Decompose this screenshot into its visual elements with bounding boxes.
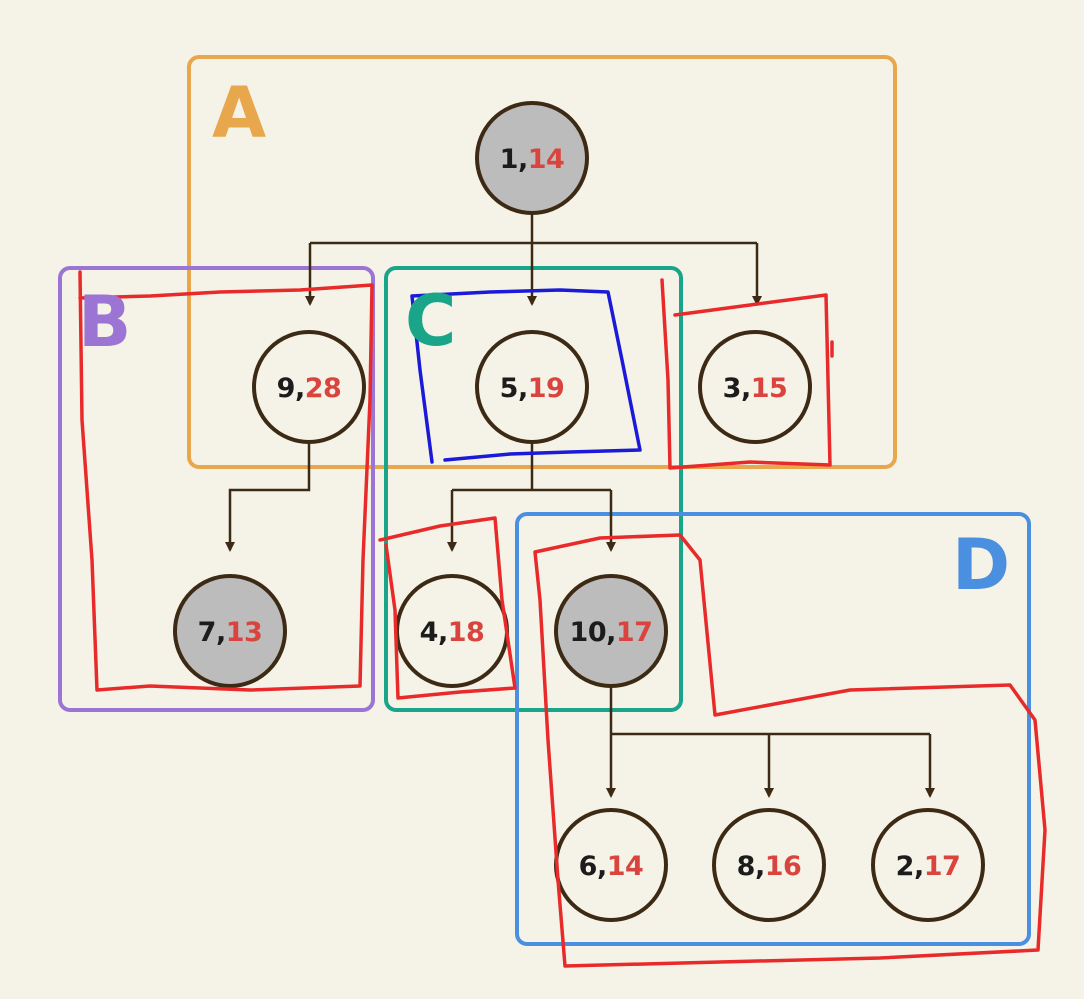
red-annotation-3: [660, 278, 832, 470]
node-2: 2,17: [871, 808, 985, 922]
svg-text:2,17: 2,17: [896, 851, 961, 882]
node-9-circle: [252, 330, 366, 444]
node-8-value: 16: [765, 851, 802, 882]
node-7-value: 13: [226, 617, 263, 648]
svg-text:1,14: 1,14: [500, 144, 565, 175]
node-3-value: 15: [751, 373, 788, 404]
node-5-circle: [475, 330, 589, 444]
node-4-id: 4: [420, 617, 438, 648]
node-4: 4,18: [395, 574, 509, 688]
group-d-box: [515, 512, 1031, 946]
node-4-value: 18: [448, 617, 485, 648]
node-6-id: 6: [579, 851, 597, 882]
hand-annotations: [78, 270, 1047, 968]
group-b-box: [58, 266, 375, 712]
node-10-value: 17: [616, 617, 653, 648]
node-5: 5,19: [475, 330, 589, 444]
node-5-id: 5: [500, 373, 518, 404]
svg-text:7,13: 7,13: [198, 617, 263, 648]
red-annotation-b: [78, 270, 374, 692]
group-d-label: D: [952, 524, 1010, 606]
node-3: 3,15: [698, 330, 812, 444]
group-b-label: B: [78, 281, 131, 363]
node-5-value: 19: [528, 373, 565, 404]
node-2-id: 2: [896, 851, 914, 882]
node-7-circle: [173, 574, 287, 688]
group-a-label: A: [212, 72, 266, 154]
node-3-id: 3: [723, 373, 741, 404]
node-1-circle: [475, 101, 589, 215]
node-9-value: 28: [305, 373, 342, 404]
node-10-circle: [554, 574, 668, 688]
svg-text:10,17: 10,17: [570, 617, 653, 648]
node-2-circle: [871, 808, 985, 922]
red-annotation-d: [533, 533, 1047, 968]
node-8: 8,16: [712, 808, 826, 922]
nodes: 1,14 9,28 5,19 3,15 7,13: [173, 101, 985, 922]
svg-text:6,14: 6,14: [579, 851, 644, 882]
node-1-value: 14: [528, 144, 565, 175]
group-a-box: [187, 55, 897, 469]
svg-text:5,19: 5,19: [500, 373, 565, 404]
blue-annotation-5: [410, 288, 642, 464]
svg-text:8,16: 8,16: [737, 851, 802, 882]
node-6: 6,14: [554, 808, 668, 922]
group-c-box: [384, 266, 683, 712]
svg-text:4,18: 4,18: [420, 617, 485, 648]
node-6-value: 14: [607, 851, 644, 882]
node-1: 1,14: [475, 101, 589, 215]
node-8-id: 8: [737, 851, 755, 882]
node-10-id: 10: [570, 617, 607, 648]
svg-text:3,15: 3,15: [723, 373, 788, 404]
edges: [225, 213, 935, 798]
node-9-id: 9: [277, 373, 295, 404]
node-1-id: 1: [500, 144, 518, 175]
node-7: 7,13: [173, 574, 287, 688]
node-9: 9,28: [252, 330, 366, 444]
node-10: 10,17: [554, 574, 668, 688]
node-8-circle: [712, 808, 826, 922]
node-3-circle: [698, 330, 812, 444]
edge-9-to-7: [225, 443, 311, 552]
node-2-value: 17: [924, 851, 961, 882]
group-c-label: C: [405, 280, 456, 362]
svg-text:9,28: 9,28: [277, 373, 342, 404]
node-7-id: 7: [198, 617, 216, 648]
red-annotation-4: [378, 516, 517, 700]
